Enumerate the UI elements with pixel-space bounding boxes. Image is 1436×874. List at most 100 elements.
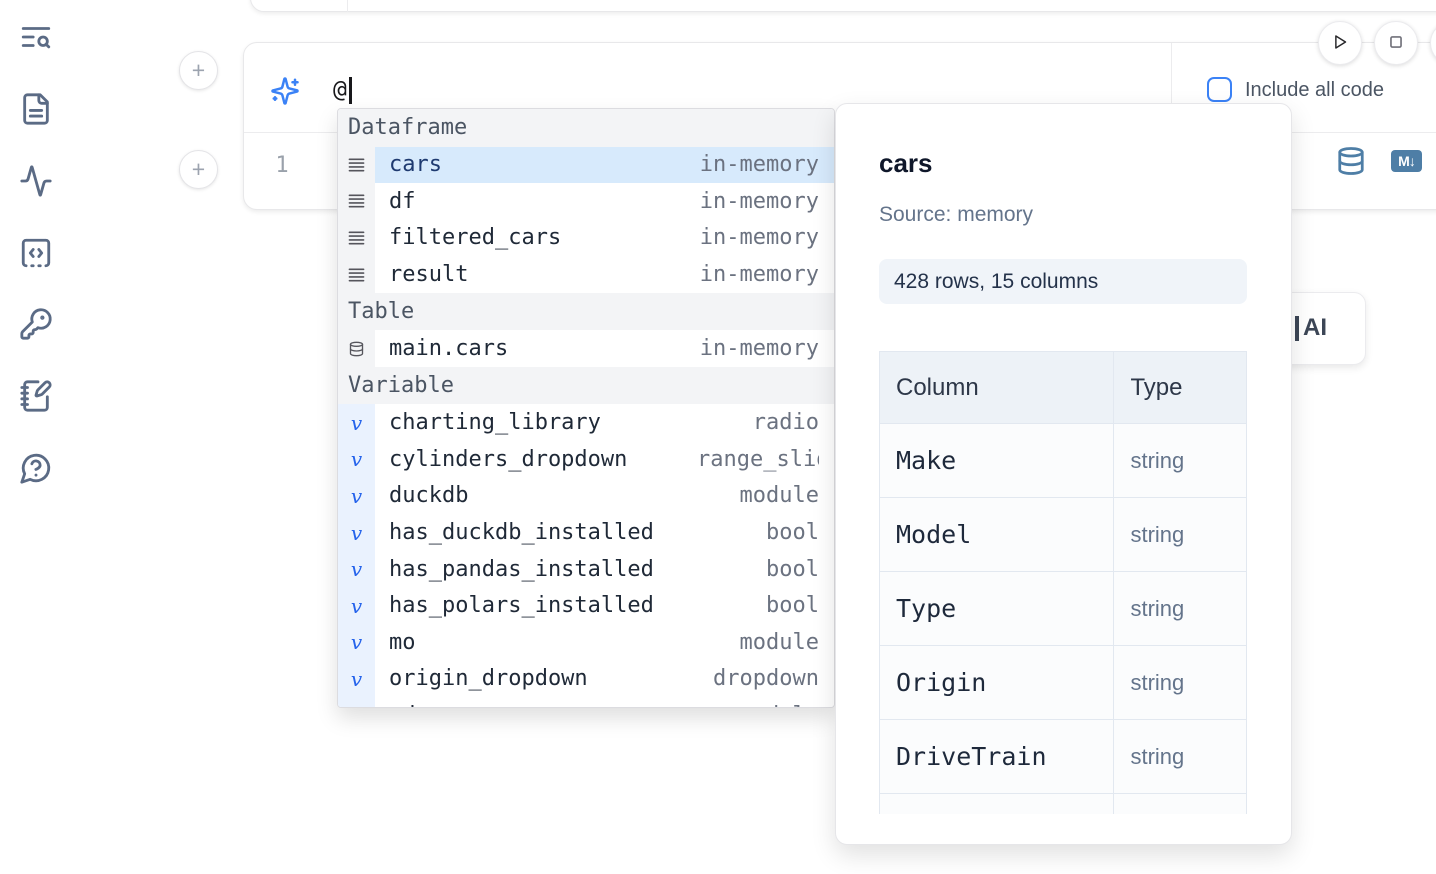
add-cell-button-top[interactable]: + — [179, 51, 218, 90]
variable-icon: v — [338, 550, 375, 588]
notebook-pen-icon — [19, 379, 53, 416]
autocomplete-item-type: bool — [766, 593, 819, 619]
line-number: 1 — [275, 153, 289, 178]
autocomplete-item-cars[interactable]: cars in-memory — [338, 146, 834, 184]
autocomplete-item-mo[interactable]: v mo module — [338, 624, 834, 661]
sidebar-item-activity[interactable] — [15, 161, 57, 203]
autocomplete-item-name: has_pandas_installed — [389, 556, 654, 582]
previous-cell-edge — [250, 0, 1436, 12]
column-type-cell: string — [1113, 497, 1247, 572]
variable-glyph: v — [351, 704, 362, 707]
variable-glyph: v — [350, 447, 363, 472]
autocomplete-item-main.cars[interactable]: main.cars in-memory — [338, 330, 834, 367]
preview-shape-badge: 428 rows, 15 columns — [879, 259, 1247, 304]
variable-icon: v — [338, 477, 375, 515]
column-name-cell: Origin — [879, 645, 1115, 720]
play-icon — [1329, 31, 1351, 56]
sidebar-item-secrets[interactable] — [15, 304, 57, 346]
column-name-cell: Make — [879, 423, 1115, 498]
ai-card-label: AI — [1303, 314, 1327, 341]
autocomplete-item-type: in-memory — [699, 188, 819, 214]
autocomplete-item-type: module — [739, 483, 819, 509]
autocomplete-item-name: result — [389, 262, 469, 288]
autocomplete-item-has_pandas_installed[interactable]: v has_pandas_installed bool — [338, 550, 834, 588]
column-name-cell: Type — [879, 571, 1115, 646]
variable-icon: v — [338, 660, 375, 698]
dataframe-icon — [338, 146, 375, 184]
autocomplete-item-type: in-memory — [699, 225, 819, 251]
run-cell-button[interactable] — [1318, 21, 1362, 65]
autocomplete-item-has_duckdb_installed[interactable]: v has_duckdb_installed bool — [338, 514, 834, 551]
sidebar-item-scratchpad[interactable] — [15, 376, 57, 418]
sparkles-icon — [270, 76, 300, 106]
autocomplete-item-type: bool — [766, 556, 819, 582]
autocomplete-item-type: radio — [752, 410, 819, 436]
autocomplete-item-type: module — [739, 629, 819, 655]
variable-glyph: v — [350, 630, 363, 655]
column-name-cell: Model — [879, 497, 1115, 572]
autocomplete-item-name: main.cars — [389, 336, 509, 362]
autocomplete-item-name: pd — [389, 703, 416, 707]
divider — [1171, 43, 1172, 133]
autocomplete-item-type: in-memory — [699, 152, 819, 178]
variable-icon: v — [338, 587, 375, 625]
activity-icon — [19, 164, 53, 201]
autocomplete-item-name: has_duckdb_installed — [389, 520, 654, 546]
sidebar-item-snippets[interactable] — [15, 233, 57, 275]
sidebar-item-help[interactable] — [15, 448, 57, 490]
autocomplete-item-type: in-memory — [699, 336, 819, 362]
autocomplete-item-name: df — [389, 188, 416, 214]
variable-glyph: v — [350, 557, 363, 582]
add-cell-button-bottom[interactable]: + — [179, 150, 218, 189]
sidebar-item-search[interactable] — [15, 17, 57, 59]
code-editor-row[interactable]: 1 M↓ — [244, 133, 1436, 209]
stop-icon — [1385, 31, 1407, 56]
column-type-cell: string — [1113, 423, 1247, 498]
variable-icon: v — [338, 624, 375, 661]
clipped-letter — [1295, 316, 1299, 341]
autocomplete-section-header: Table — [338, 292, 834, 331]
column-name-cell: DriveTrain — [879, 719, 1115, 794]
autocomplete-item-type: range_slider — [697, 446, 819, 472]
autocomplete-item-name: charting_library — [389, 410, 601, 436]
help-bubble-icon — [19, 451, 53, 488]
include-all-code-checkbox[interactable] — [1207, 77, 1232, 102]
autocomplete-item-pd[interactable]: vpdmodule — [338, 697, 834, 707]
column-name-cell — [879, 793, 1115, 814]
variable-glyph: v — [350, 410, 363, 435]
database-icon[interactable] — [1336, 145, 1366, 177]
variable-glyph: v — [350, 666, 363, 691]
markdown-icon[interactable]: M↓ — [1391, 150, 1422, 172]
left-sidebar — [0, 0, 72, 874]
autocomplete-item-name: cars — [389, 152, 442, 178]
autocomplete-item-name: mo — [389, 629, 416, 655]
ai-prompt-input[interactable]: @ — [333, 77, 347, 103]
column-type-cell — [1113, 793, 1247, 814]
file-text-icon — [19, 92, 53, 129]
dataframe-icon — [338, 219, 375, 257]
autocomplete-item-has_polars_installed[interactable]: v has_polars_installed bool — [338, 587, 834, 625]
autocomplete-item-type: dropdown — [713, 666, 819, 692]
sidebar-item-files[interactable] — [15, 89, 57, 131]
autocomplete-item-charting_library[interactable]: v charting_library radio — [338, 404, 834, 442]
variable-glyph: v — [350, 520, 363, 545]
autocomplete-item-name: has_polars_installed — [389, 593, 654, 619]
column-type-cell: string — [1113, 571, 1247, 646]
autocomplete-item-type: bool — [766, 520, 819, 546]
stop-cell-button[interactable] — [1374, 21, 1418, 65]
autocomplete-item-df[interactable]: df in-memory — [338, 183, 834, 220]
dataframe-icon — [338, 183, 375, 220]
variable-glyph: v — [350, 593, 363, 618]
include-all-code-label[interactable]: Include all code — [1245, 79, 1384, 101]
